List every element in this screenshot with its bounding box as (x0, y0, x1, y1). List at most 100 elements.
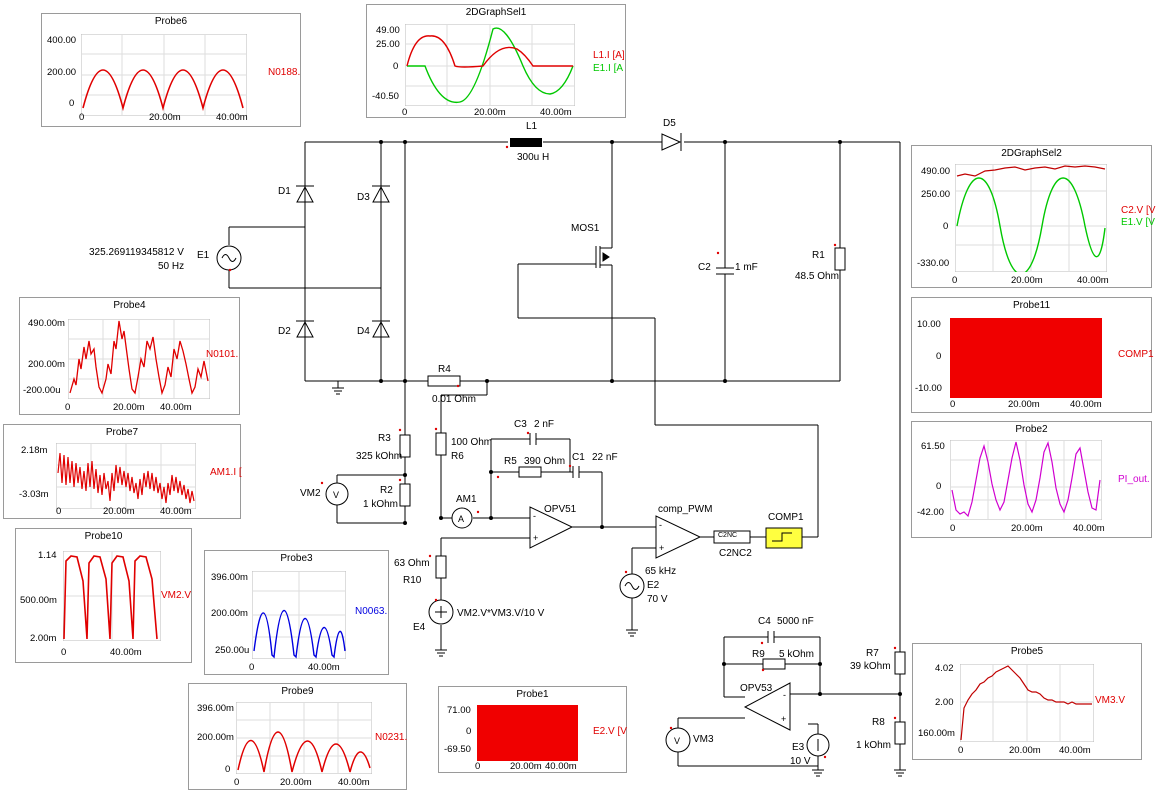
svg-text:V: V (333, 490, 339, 500)
graphsel2-plot (955, 164, 1107, 272)
probe10-series: VM2.V (161, 590, 192, 601)
c3-value: 2 nF (534, 419, 555, 430)
probe5-xtick-1: 20.00m (1009, 745, 1041, 756)
svg-text:A: A (458, 514, 464, 524)
probe10-window[interactable]: Probe10 1.14 500.00m 2.00m 0 40.00m VM2.… (15, 528, 192, 663)
e4-expression: VM2.V*VM3.V/10 V (457, 608, 545, 619)
probe11-xtick-2: 40.00m (1070, 399, 1102, 410)
mos1-label: MOS1 (571, 223, 600, 234)
probe9-ytick-1: 200.00m (197, 732, 234, 743)
svg-text:-: - (659, 520, 662, 530)
probe5-ytick-2: 160.00m (918, 728, 955, 739)
probe10-xtick-1: 40.00m (110, 647, 142, 658)
probe6-title: Probe6 (154, 16, 188, 27)
graphsel1-ytick-1: 25.00 (376, 39, 400, 50)
probe11-plot (950, 318, 1102, 398)
vm3-label: VM3 (693, 734, 714, 745)
r8-label: R8 (872, 717, 885, 728)
c4-value: 5000 nF (777, 616, 814, 627)
probe5-xtick-2: 40.00m (1059, 745, 1091, 756)
graphsel1-window[interactable]: 2DGraphSel1 49.00 25.00 0 -40.50 0 20.00… (366, 4, 626, 118)
probe5-window[interactable]: Probe5 4.02 2.00 160.00m 0 20.00m 40.00m… (912, 643, 1142, 760)
l1-value: 300u H (517, 152, 550, 163)
r9-label: R9 (752, 649, 765, 660)
probe7-ytick-1: -3.03m (19, 489, 49, 500)
graphsel1-xtick-0: 0 (402, 107, 408, 118)
probe3-xtick-0: 0 (249, 662, 255, 673)
probe1-ytick-2: -69.50 (444, 744, 471, 755)
probe2-xtick-2: 40.00m (1073, 523, 1105, 534)
probe6-ytick-1: 200.00 (47, 67, 77, 78)
comp-pwm-label: comp_PWM (658, 504, 713, 515)
probe9-window[interactable]: Probe9 396.00m 200.00m 0 0 20.00m 40.00m… (188, 683, 407, 790)
probe5-ytick-1: 2.00 (935, 697, 954, 708)
probe4-title: Probe4 (113, 300, 146, 311)
probe9-series: N0231. (375, 732, 408, 743)
probe6-xtick-2: 40.00m (216, 112, 248, 123)
probe7-ytick-0: 2.18m (21, 445, 48, 456)
graphsel2-window[interactable]: 2DGraphSel2 490.00 250.00 0 -330.00 0 20… (911, 145, 1155, 288)
graphsel1-plot (405, 24, 575, 106)
probe6-plot (81, 34, 247, 116)
probe9-xtick-0: 0 (234, 777, 240, 788)
svg-text:-: - (783, 690, 786, 700)
r7-value: 39 kOhm (850, 661, 891, 672)
probe4-plot (68, 319, 210, 399)
r7-label: R7 (866, 648, 879, 659)
probe6-xtick-0: 0 (79, 112, 85, 123)
probe4-window[interactable]: Probe4 490.00m 200.00m -200.00u 0 20.00m… (19, 297, 240, 415)
probe2-series: PI_out. (1118, 474, 1150, 485)
svg-text:+: + (781, 714, 786, 724)
probe2-title: Probe2 (1015, 424, 1048, 435)
r4-label: R4 (438, 364, 451, 375)
probe11-xtick-0: 0 (950, 399, 956, 410)
svg-text:V: V (674, 736, 680, 746)
graphsel2-ytick-3: -330.00 (917, 258, 950, 269)
probe6-ytick-2: 0 (69, 98, 75, 109)
probe7-xtick-2: 40.00m (160, 506, 192, 517)
probe9-xtick-2: 40.00m (338, 777, 370, 788)
probe1-window[interactable]: Probe1 71.00 0 -69.50 0 20.00m 40.00m E2… (438, 686, 627, 773)
probe1-series: E2.V [V (593, 726, 627, 737)
e1-label: E1 (197, 250, 210, 261)
probe5-series: VM3.V (1095, 695, 1126, 706)
r5-value: 390 Ohm (524, 456, 566, 467)
vm2-label: VM2 (300, 488, 321, 499)
probe2-plot (950, 440, 1102, 520)
probe6-window[interactable]: Probe6 400.00 200.00 0 0 20.00m 40.00m N… (41, 13, 301, 127)
probe3-ytick-2: 250.00u (215, 645, 250, 656)
probe2-xtick-0: 0 (950, 523, 956, 534)
graphsel2-series-1: E1.V [V (1121, 217, 1155, 228)
probe7-window[interactable]: Probe7 2.18m -3.03m 0 20.00m 40.00m AM1.… (3, 424, 242, 519)
r6-value: 100 Ohm (451, 437, 493, 448)
probe9-plot (236, 702, 372, 774)
probe9-title: Probe9 (281, 686, 314, 697)
e3-value: 10 V (790, 756, 811, 767)
e4-label: E4 (413, 622, 426, 633)
probe11-ytick-0: 10.00 (917, 319, 941, 330)
r2-value: 1 kOhm (363, 499, 399, 510)
e2-amplitude: 70 V (647, 594, 668, 605)
probe4-ytick-2: -200.00u (23, 385, 61, 396)
probe2-window[interactable]: Probe2 61.50 0 -42.00 0 20.00m 40.00m PI… (911, 421, 1152, 538)
r3-value: 325 kOhm (356, 451, 403, 462)
probe10-xtick-0: 0 (61, 647, 67, 658)
probe3-window[interactable]: Probe3 396.00m 200.00m 250.00u 0 40.00m … (204, 550, 389, 675)
probe11-series: COMP1 (1118, 349, 1154, 360)
probe1-ytick-1: 0 (466, 726, 472, 737)
graphsel2-ytick-1: 250.00 (921, 189, 951, 200)
probe7-title: Probe7 (105, 427, 139, 438)
probe9-xtick-1: 20.00m (280, 777, 312, 788)
probe5-title: Probe5 (1010, 646, 1044, 657)
probe7-series: AM1.I [ (210, 467, 242, 478)
graphsel1-xtick-1: 20.00m (474, 107, 506, 118)
c2nc2-label: C2NC2 (719, 548, 752, 559)
probe2-ytick-0: 61.50 (921, 441, 945, 452)
d4-label: D4 (357, 326, 370, 337)
probe1-title: Probe1 (516, 689, 549, 700)
probe6-xtick-1: 20.00m (149, 112, 181, 123)
r6-label: R6 (451, 451, 464, 462)
r10-label: R10 (403, 575, 422, 586)
probe1-ytick-0: 71.00 (447, 705, 471, 716)
probe11-window[interactable]: Probe11 10.00 0 -10.00 0 20.00m 40.00m C… (911, 297, 1154, 413)
